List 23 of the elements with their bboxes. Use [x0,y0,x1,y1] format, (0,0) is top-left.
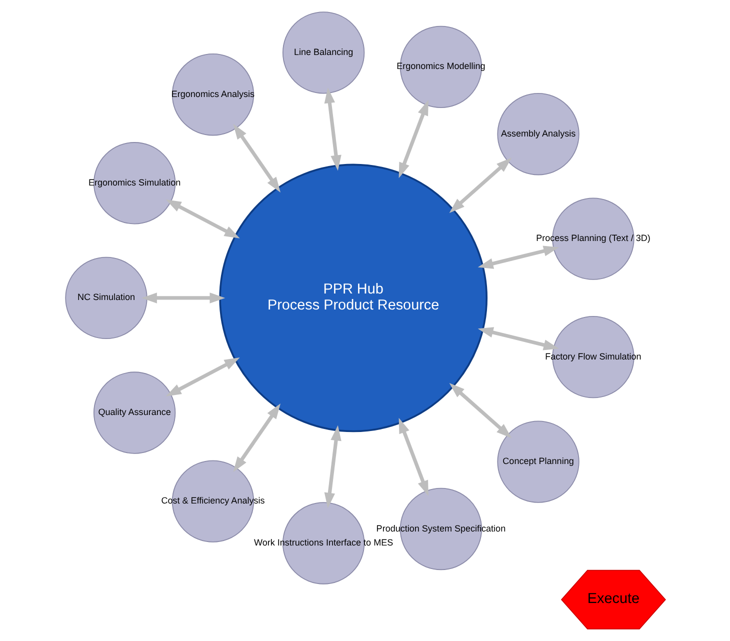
node-circle: NC Simulation [64,256,147,340]
node-label: Factory Flow Simulation [544,351,641,362]
arrow [477,246,559,269]
arrow [165,358,240,396]
arrow [324,88,341,171]
arrow [141,292,225,304]
arrow [232,403,280,472]
arrow [398,418,428,496]
arrow [448,382,512,438]
node-circle: Ergonomics Analysis [171,54,254,136]
node-label: Production System Specification [376,523,506,534]
node-label: Work Instructions Interface to MES [253,538,393,548]
node-label: Process Planning (Text / 3D) [536,233,650,244]
node-circle: Line Balancing [282,12,364,94]
arrow [165,200,240,238]
node-circle: PPR Hub Process Product Resource [218,164,488,432]
node-circle: Quality Assurance [92,372,176,454]
node-label: Cost & Efficiency Analysis [160,496,264,506]
arrow [324,425,341,508]
arrow [448,158,512,213]
arrow [477,327,559,350]
arrow [232,124,280,192]
arrow [398,100,428,178]
